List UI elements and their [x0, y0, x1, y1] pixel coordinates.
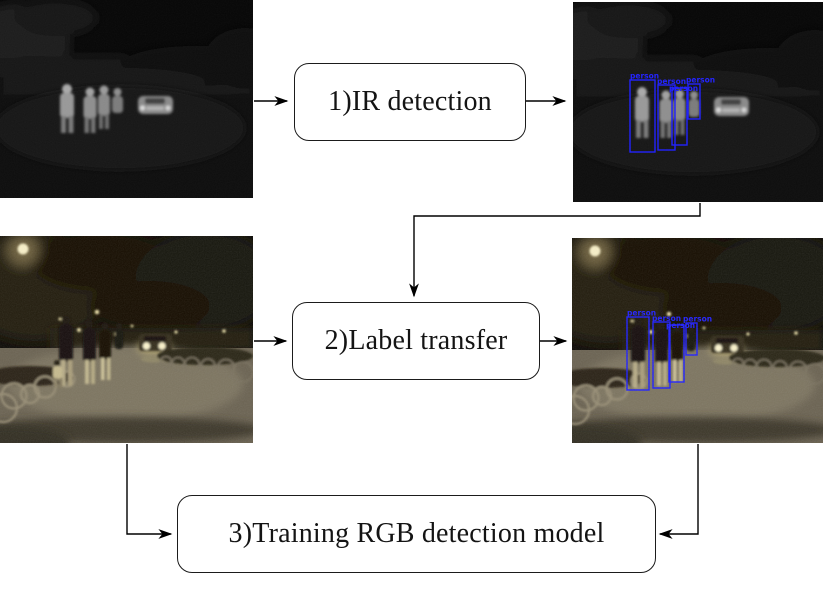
rgb-detections-image: person person person person — [572, 238, 823, 443]
step2-label: 2)Label transfer — [324, 325, 508, 356]
step-box-ir-detection: 1)IR detection — [294, 63, 526, 141]
rgb-night-photo — [0, 236, 253, 443]
arrow-rgb-input-to-step3 — [126, 444, 173, 539]
step1-label: 1)IR detection — [328, 86, 492, 117]
ir-detections-image: person person person person — [573, 2, 823, 202]
step-box-training-rgb-model: 3)Training RGB detection model — [177, 495, 656, 573]
rgb-input-image — [0, 236, 253, 443]
rgb-night-photo-detected: person person person person — [572, 238, 823, 443]
ir-night-photo — [0, 0, 253, 198]
ir-night-photo-detected: person person person person — [573, 2, 823, 202]
arrow-rgb-detected-to-step3 — [658, 444, 699, 539]
ir-input-image — [0, 0, 253, 198]
step3-label: 3)Training RGB detection model — [228, 518, 605, 549]
step-box-label-transfer: 2)Label transfer — [292, 302, 540, 380]
